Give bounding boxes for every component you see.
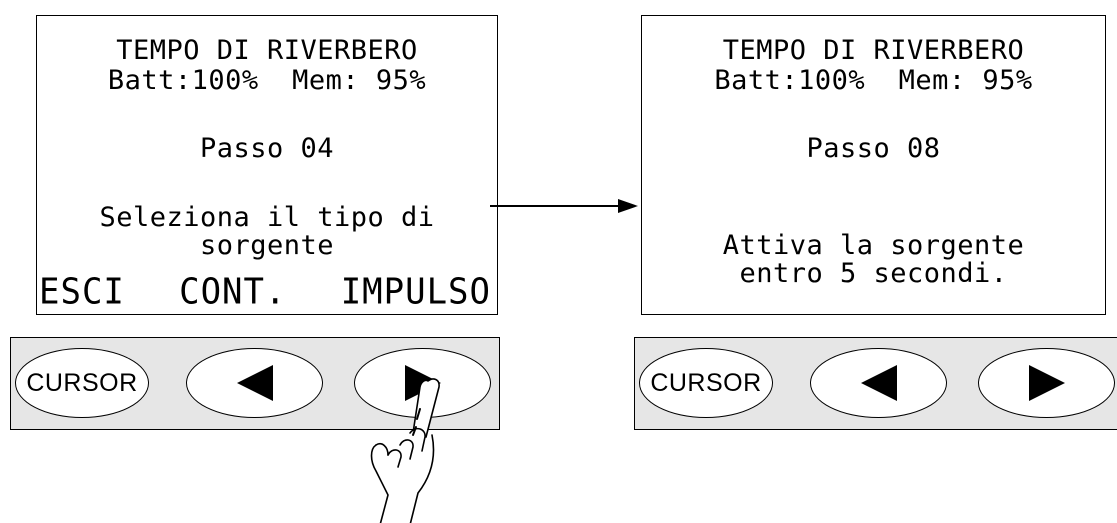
keypad-left: CURSOR: [10, 337, 500, 430]
keypad-right: CURSOR: [634, 337, 1117, 430]
left-triangle-icon: [860, 365, 897, 401]
softkey-bar: ESCI CONT. IMPULSO: [37, 271, 497, 313]
message-line-1: Seleziona il tipo di: [99, 202, 435, 233]
softkey-continuous[interactable]: CONT.: [179, 271, 287, 313]
left-arrow-button[interactable]: [810, 348, 947, 418]
right-arrow-icon: [490, 199, 638, 213]
left-arrow-button[interactable]: [186, 348, 323, 418]
display-screen-step-04: TEMPO DI RIVERBERO Batt:100% Mem: 95% Pa…: [36, 15, 498, 315]
cursor-button-label: CURSOR: [650, 368, 762, 397]
softkey-exit[interactable]: ESCI: [39, 271, 125, 313]
display-screen-step-08: TEMPO DI RIVERBERO Batt:100% Mem: 95% Pa…: [641, 15, 1106, 315]
pointing-hand-icon: [370, 378, 440, 523]
status-line: Batt:100% Mem: 95%: [714, 65, 1033, 96]
screen-title: TEMPO DI RIVERBERO: [722, 35, 1025, 66]
cursor-button[interactable]: CURSOR: [639, 348, 773, 418]
cursor-button[interactable]: CURSOR: [15, 348, 149, 418]
left-triangle-icon: [236, 365, 273, 401]
softkey-impulse[interactable]: IMPULSO: [340, 271, 491, 313]
step-label: Passo 04: [199, 133, 335, 164]
right-triangle-icon: [1028, 365, 1065, 401]
step-label: Passo 08: [806, 133, 941, 164]
cursor-button-label: CURSOR: [26, 368, 138, 397]
screen-title: TEMPO DI RIVERBERO: [116, 35, 418, 66]
message-line-1: Attiva la sorgente: [722, 230, 1025, 261]
message-line-2: sorgente: [199, 230, 335, 261]
right-arrow-button[interactable]: [978, 348, 1115, 418]
message-line-2: entro 5 secondi.: [739, 258, 1008, 289]
status-line: Batt:100% Mem: 95%: [107, 65, 427, 96]
